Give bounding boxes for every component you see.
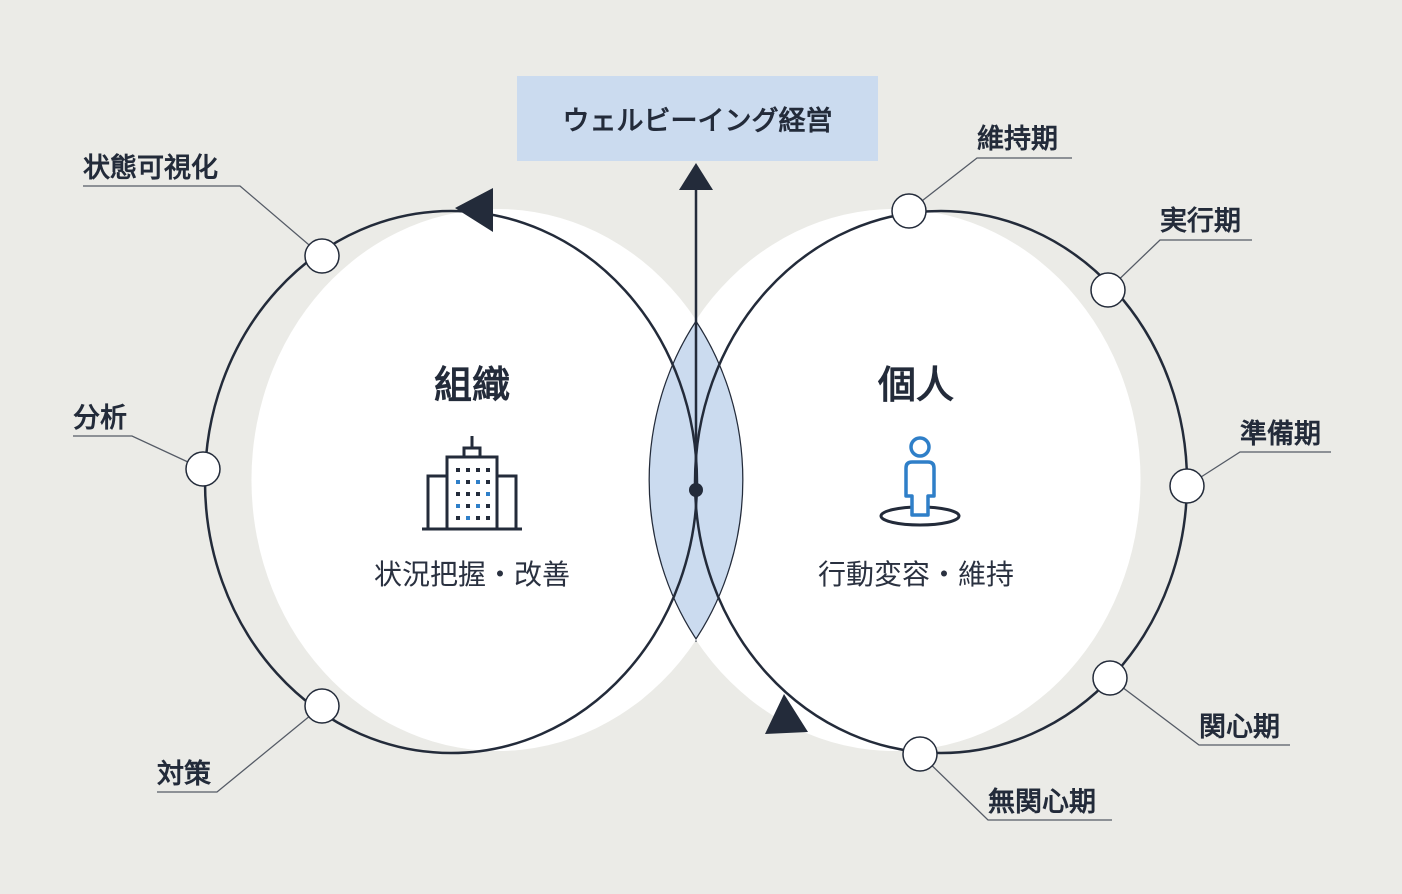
individual-caption: 行動変容・維持 bbox=[817, 558, 1015, 591]
leader-line-maintenance bbox=[908, 157, 1072, 212]
organization-caption: 状況把握・改善 bbox=[373, 558, 571, 591]
stage-label-contemplation: 関心期 bbox=[1199, 712, 1280, 743]
node-precontemplation bbox=[902, 736, 938, 772]
leader-line-action bbox=[1107, 239, 1252, 291]
node-analysis bbox=[185, 451, 221, 487]
building-windows bbox=[456, 468, 490, 520]
stage-label-countermeasure: 対策 bbox=[157, 759, 211, 790]
stage-label-maintenance: 維持期 bbox=[977, 124, 1058, 155]
person-icon bbox=[879, 436, 961, 527]
center-arrow-head-icon bbox=[679, 163, 713, 190]
node-preparation bbox=[1169, 468, 1205, 504]
stage-label-state-visualization: 状態可視化 bbox=[83, 153, 218, 184]
leader-line-analysis bbox=[73, 435, 204, 470]
node-countermeasure bbox=[304, 688, 340, 724]
node-contemplation bbox=[1092, 660, 1128, 696]
title-text: ウェルビーイング経営 bbox=[562, 106, 833, 137]
leader-line-state-visualization bbox=[83, 185, 323, 257]
organization-heading: 組織 bbox=[433, 363, 511, 407]
node-maintenance bbox=[891, 193, 927, 229]
node-state-visualization bbox=[304, 238, 340, 274]
stage-label-analysis: 分析 bbox=[73, 403, 127, 434]
flow-arrow-right-icon bbox=[765, 694, 808, 734]
center-dot bbox=[689, 483, 703, 497]
stage-label-precontemplation: 無関心期 bbox=[988, 787, 1096, 818]
node-action bbox=[1090, 272, 1126, 308]
leader-line-preparation bbox=[1186, 451, 1331, 487]
leader-line-precontemplation bbox=[919, 753, 1112, 821]
leader-line-countermeasure bbox=[157, 705, 323, 793]
stage-label-preparation: 準備期 bbox=[1240, 419, 1321, 450]
title-banner: ウェルビーイング経営 bbox=[517, 76, 878, 161]
individual-heading: 個人 bbox=[877, 363, 955, 407]
leader-line-contemplation bbox=[1109, 677, 1290, 746]
flow-arrow-left-icon bbox=[455, 188, 493, 232]
stage-label-action: 実行期 bbox=[1160, 206, 1241, 237]
